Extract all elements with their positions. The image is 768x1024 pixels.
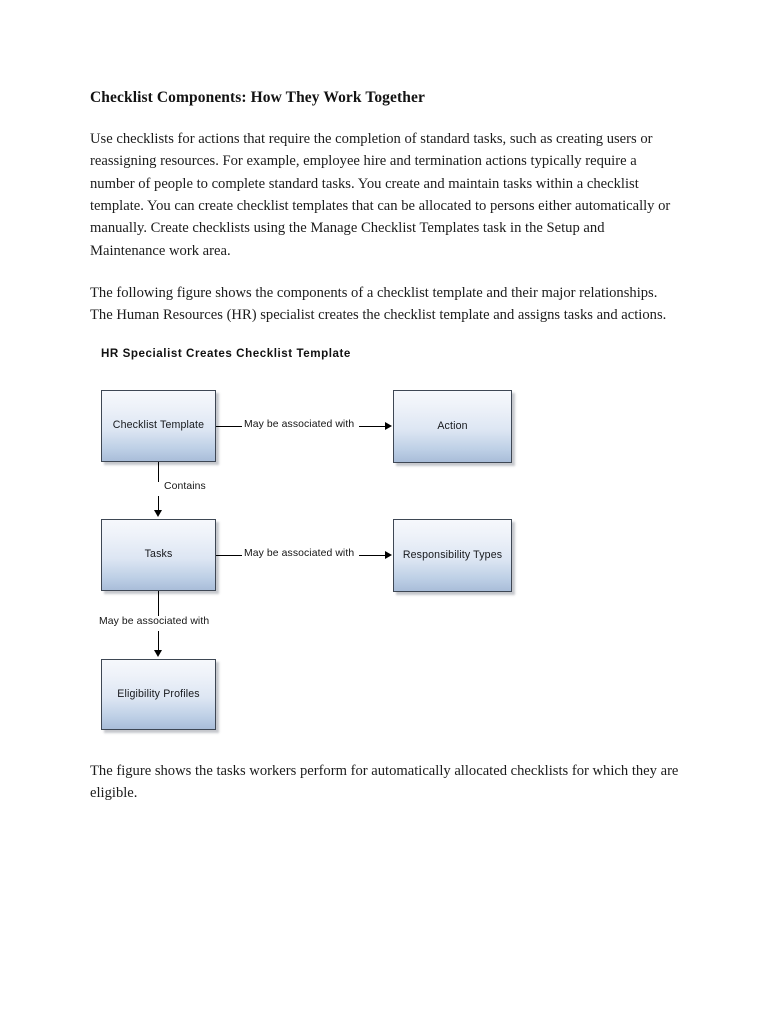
intro-paragraph: Use checklists for actions that require … [90, 131, 671, 259]
edge-label-checklist-to-action: May be associated with [242, 418, 357, 431]
diagram-node-label: Eligibility Profiles [117, 687, 200, 700]
diagram-node-label: Tasks [144, 548, 173, 561]
figure-checklist-components: HR Specialist Creates Checklist Template… [90, 347, 680, 739]
diagram-node-label: Action [437, 419, 468, 432]
figure-title: HR Specialist Creates Checklist Template [101, 346, 351, 360]
arrow-down-icon [154, 509, 162, 517]
edge-line-tasks-to-eligibility-lower [158, 630, 159, 651]
edge-label-checklist-to-tasks: Contains [162, 480, 208, 493]
diagram-node-eligibility-profiles[interactable]: Eligibility Profiles [101, 658, 216, 730]
edge-line-checklist-to-action-right [359, 425, 386, 427]
diagram-node-responsibility-types[interactable]: Responsibility Types [393, 518, 512, 592]
diagram-node-label: Checklist Template [112, 419, 205, 432]
edge-line-tasks-to-eligibility-upper [158, 590, 159, 617]
edge-line-tasks-to-responsibility-left [216, 554, 245, 556]
diagram-node-tasks[interactable]: Tasks [101, 518, 216, 591]
arrow-right-icon [385, 421, 392, 430]
diagram-node-label: Responsibility Types [402, 548, 503, 561]
diagram-node-checklist-template[interactable]: Checklist Template [101, 389, 216, 462]
edge-line-checklist-to-tasks-upper [158, 461, 159, 482]
document-content: Checklist Components: How They Work Toge… [90, 88, 680, 739]
figure-intro-paragraph: The following figure shows the component… [90, 284, 667, 324]
edge-line-checklist-to-action-left [216, 425, 245, 427]
arrow-right-icon [385, 550, 392, 559]
arrow-down-icon [154, 649, 162, 657]
edge-label-tasks-to-responsibility: May be associated with [242, 547, 357, 560]
edge-label-tasks-to-eligibility: May be associated with [97, 615, 212, 628]
diagram-node-action[interactable]: Action [393, 389, 512, 463]
closing-section: The figure shows the tasks workers perfo… [90, 760, 680, 825]
edge-line-tasks-to-responsibility-right [359, 554, 386, 556]
edge-line-checklist-to-tasks-lower [158, 495, 159, 511]
diagram-canvas: Checklist Template Action Tasks Responsi… [90, 371, 680, 739]
page-title: Checklist Components: How They Work Toge… [90, 89, 425, 106]
closing-paragraph: The figure shows the tasks workers perfo… [90, 763, 679, 802]
